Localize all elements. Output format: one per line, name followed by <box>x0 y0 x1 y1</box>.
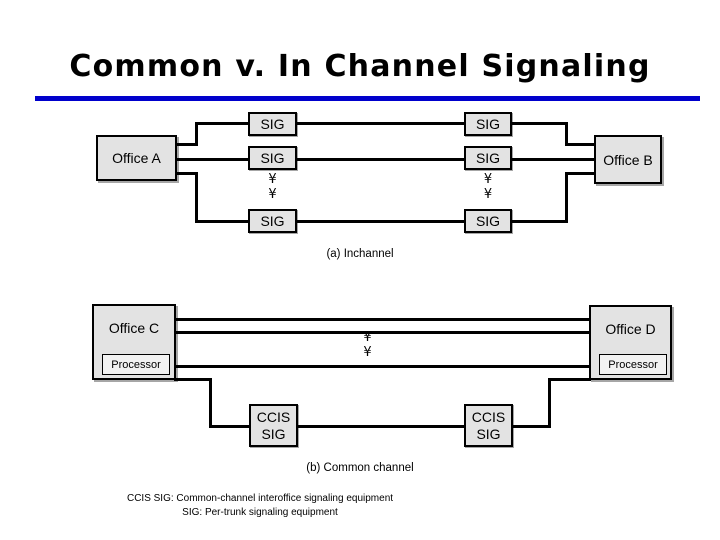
node-office-d[interactable]: Office D Processor <box>589 305 672 380</box>
wire-cd-trunk-3 <box>174 365 591 368</box>
wire-cd-trunk-1 <box>174 318 591 321</box>
node-office-d-processor-label: Processor <box>608 358 658 371</box>
vertical-ellipsis-trunk-icon: ¥ ¥ <box>345 330 390 360</box>
wire-d-ccis-to-box <box>511 425 551 428</box>
page-title: Common v. In Channel Signaling <box>69 49 651 84</box>
ellipsis-glyph-5: ¥ <box>363 330 372 345</box>
legend-block: CCIS SIG: Common-channel interoffice sig… <box>0 492 520 520</box>
ellipsis-glyph-6: ¥ <box>363 345 372 360</box>
node-ccis-sig-left-line2: SIG <box>261 425 286 442</box>
node-sig-right-3-label: SIG <box>475 213 501 229</box>
ellipsis-glyph-4: ¥ <box>483 187 493 202</box>
node-ccis-sig-left-line1: CCIS <box>256 408 291 425</box>
wire-a-top-stub <box>176 143 198 146</box>
wire-a-bot-to-sig <box>195 220 250 223</box>
node-office-d-processor[interactable]: Processor <box>599 354 667 375</box>
node-sig-left-2[interactable]: SIG <box>248 146 297 170</box>
node-office-c-label: Office C <box>108 320 160 336</box>
node-office-d-label: Office D <box>605 321 656 337</box>
common-channel-diagram: Office C Processor Office D Processor ¥ … <box>0 0 720 474</box>
wire-span-top <box>295 122 467 125</box>
wire-b-top-stub <box>565 143 597 146</box>
ellipsis-glyph-1: ¥ <box>268 172 277 187</box>
node-sig-left-1-label: SIG <box>260 116 285 132</box>
wire-b-bot-to-sig <box>510 220 568 223</box>
legend-sig: SIG: Per-trunk signaling equipment <box>182 507 338 518</box>
wire-span-mid <box>295 158 467 161</box>
node-ccis-sig-right-line1: CCIS <box>471 408 506 425</box>
wire-span-bot <box>295 220 467 223</box>
vertical-ellipsis-left-icon: ¥ ¥ <box>248 172 297 202</box>
node-office-b[interactable]: Office B <box>594 135 662 184</box>
node-sig-left-1[interactable]: SIG <box>248 112 297 136</box>
wire-b-bot-stub <box>565 172 597 175</box>
node-sig-right-2-label: SIG <box>475 150 501 166</box>
wire-c-ccis-to-box <box>209 425 251 428</box>
caption-common-channel: (b) Common channel <box>306 462 414 474</box>
wire-d-ccis-riser <box>548 378 551 428</box>
wire-a-bot-riser <box>195 172 198 222</box>
node-ccis-sig-right[interactable]: CCIS SIG <box>464 404 513 447</box>
caption-inchannel: (a) Inchannel <box>326 248 394 260</box>
title-underline-rule <box>35 96 700 101</box>
wire-c-ccis-stub <box>174 378 212 381</box>
node-sig-left-3-label: SIG <box>260 213 285 229</box>
node-office-c[interactable]: Office C Processor <box>92 304 176 380</box>
wire-b-bot-riser <box>565 172 568 222</box>
node-office-c-processor[interactable]: Processor <box>102 354 170 375</box>
wire-b-top-riser <box>565 122 568 146</box>
wire-c-ccis-riser <box>209 378 212 428</box>
ellipsis-glyph-2: ¥ <box>268 187 277 202</box>
node-ccis-sig-left[interactable]: CCIS SIG <box>249 404 298 447</box>
inchannel-diagram: Office A Office B SIG SIG SIG ¥ ¥ SIG SI… <box>96 112 662 260</box>
wire-a-mid-to-sig <box>176 158 250 161</box>
node-sig-right-2[interactable]: SIG <box>464 146 512 170</box>
wire-cd-trunk-2 <box>174 331 591 334</box>
wire-ccis-span <box>296 425 468 428</box>
wire-a-top-riser <box>195 122 198 146</box>
node-sig-left-2-label: SIG <box>260 150 285 166</box>
title-block: Common v. In Channel Signaling <box>0 48 720 86</box>
wire-d-ccis-stub <box>548 378 591 381</box>
node-sig-right-1[interactable]: SIG <box>464 112 512 136</box>
node-office-c-processor-label: Processor <box>111 358 161 371</box>
wire-a-bot-stub <box>176 172 198 175</box>
node-sig-right-3[interactable]: SIG <box>464 209 512 233</box>
legend-ccis-sig: CCIS SIG: Common-channel interoffice sig… <box>126 493 394 504</box>
wire-b-top-to-sig <box>510 122 568 125</box>
node-office-a[interactable]: Office A <box>96 135 177 181</box>
wire-a-top-to-sig <box>195 122 250 125</box>
node-sig-left-3[interactable]: SIG <box>248 209 297 233</box>
ellipsis-glyph-3: ¥ <box>483 172 493 187</box>
wire-b-mid-to-sig <box>510 158 597 161</box>
vertical-ellipsis-right-icon: ¥ ¥ <box>464 172 512 202</box>
node-office-b-label: Office B <box>603 151 653 168</box>
node-office-a-label: Office A <box>112 150 161 166</box>
node-ccis-sig-right-line2: SIG <box>476 425 501 442</box>
node-sig-right-1-label: SIG <box>475 116 501 132</box>
